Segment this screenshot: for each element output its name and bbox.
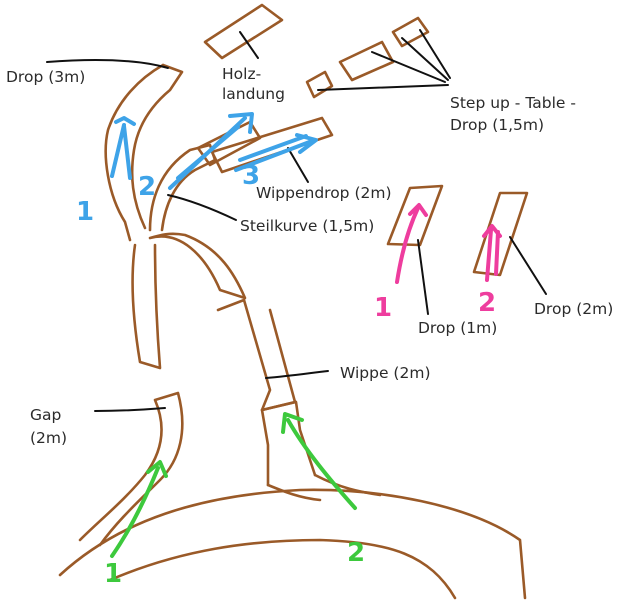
- label-drop-3m: Drop (3m): [6, 68, 85, 86]
- blue-route-3-arrow: [234, 133, 318, 172]
- label-drop-1m: Drop (1m): [418, 319, 497, 337]
- pointer-holzlandung: [239, 31, 259, 59]
- feature-labels: Drop (3m) Holz- landung Step up - Table …: [6, 65, 613, 447]
- label-steilkurve: Steilkurve (1,5m): [240, 217, 374, 235]
- trail-branch-2: [148, 143, 217, 232]
- pink-route-2-arrow: [482, 224, 502, 282]
- route-arrows: [110, 112, 502, 558]
- pointer-wippendrop: [287, 147, 309, 183]
- trail-stepup: [305, 70, 334, 99]
- green-route-2-number: 2: [347, 538, 365, 568]
- blue-route-2-number: 2: [138, 172, 156, 202]
- pointer-drop-1m: [417, 239, 429, 315]
- pointer-stepup: [317, 29, 451, 91]
- label-wippendrop: Wippendrop (2m): [256, 184, 392, 202]
- blue-route-1-number: 1: [76, 197, 94, 227]
- green-route-1-number: 1: [104, 559, 122, 589]
- trail-trunk-left: [131, 243, 162, 370]
- trail-holzlandung: [203, 3, 284, 60]
- trail-drop-1m: [386, 184, 444, 247]
- pink-route-2-number: 2: [478, 288, 496, 318]
- label-gap-line1: Gap: [30, 406, 61, 424]
- green-route-2-arrow: [281, 412, 357, 510]
- label-holzlandung-line1: Holz-: [222, 65, 261, 83]
- trail-gap-lip: [78, 391, 184, 547]
- label-drop-2m: Drop (2m): [534, 300, 613, 318]
- label-gap-line2: (2m): [30, 429, 67, 447]
- trail-outlines: [58, 3, 529, 600]
- trail-table: [338, 40, 395, 82]
- trail-wippe-junction: [266, 473, 382, 502]
- pink-route-1-arrow: [395, 203, 428, 284]
- pink-route-1-number: 1: [374, 293, 392, 323]
- pointer-drop-3m: [46, 59, 169, 69]
- pointer-gap: [94, 407, 166, 412]
- label-stepup-line2: Drop (1,5m): [450, 116, 544, 134]
- route-numbers: 1 2 3 1 2 1 2: [76, 161, 496, 589]
- trail-trunk-center: [148, 232, 247, 300]
- pointer-lines: [46, 29, 547, 412]
- trail-drop-2m: [472, 191, 529, 277]
- label-stepup-line1: Step up - Table -: [450, 94, 576, 112]
- blue-route-2-arrow: [168, 112, 254, 190]
- trail-wippendrop: [210, 116, 334, 174]
- label-holzlandung-line2: landung: [222, 85, 285, 103]
- pointer-drop-2m: [509, 236, 547, 295]
- green-route-1-arrow: [110, 460, 168, 558]
- pointer-steilkurve: [167, 194, 237, 221]
- trail-drop-3m: [104, 63, 184, 242]
- blue-route-3-number: 3: [242, 161, 260, 191]
- blue-route-1-arrow: [110, 116, 136, 180]
- trail-bottom-arc: [58, 488, 527, 600]
- pointer-wippe: [265, 370, 329, 379]
- trail-drop-15: [391, 16, 430, 48]
- trail-wippe-segment: [216, 298, 297, 412]
- label-wippe: Wippe (2m): [340, 364, 431, 382]
